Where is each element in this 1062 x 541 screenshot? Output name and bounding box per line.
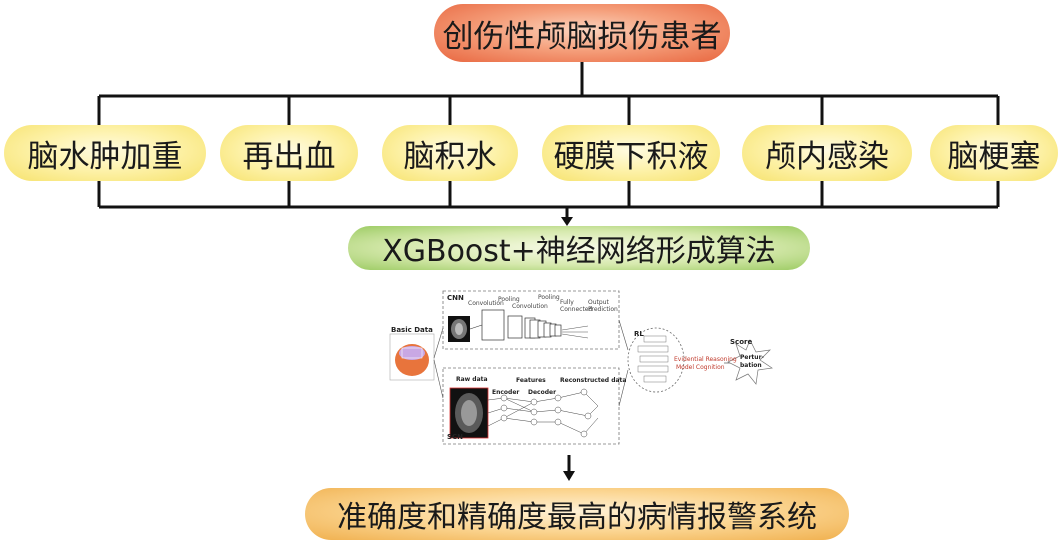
condition-pill-brain-edema: 脑水肿加重 <box>4 125 206 181</box>
basic-data-label: Basic Data <box>391 326 433 334</box>
model-architecture-graphic <box>389 290 773 445</box>
rl-text-cognition: Model Cognition <box>676 364 725 371</box>
encoder-label: Encoder <box>492 389 520 396</box>
algorithm-label: XGBoost+神经网络形成算法 <box>382 234 776 269</box>
condition-label: 脑积水 <box>403 138 497 175</box>
output-label: 准确度和精确度最高的病情报警系统 <box>337 500 817 535</box>
cnn-layer-label: Pooling <box>498 296 520 303</box>
condition-pill-cerebral-infarction: 脑梗塞 <box>930 125 1058 181</box>
rl-text-reasoning: Evidential Reasoning <box>674 356 737 363</box>
condition-label: 颅内感染 <box>765 138 889 175</box>
cnn-layer-label: Convolution <box>512 303 548 310</box>
patient-title-pill: 创伤性颅脑损伤患者 <box>434 4 730 62</box>
condition-label: 脑梗塞 <box>947 138 1041 175</box>
cnn-layer-label: Output Prediction <box>588 299 618 313</box>
model-architecture-figure: Basic Data CNN Convolution Pooling Convo… <box>388 288 780 448</box>
reconstructed-data-label: Reconstructed data <box>560 377 627 384</box>
scn-label: SCN <box>447 433 464 441</box>
condition-label: 再出血 <box>242 138 336 175</box>
cnn-layer-label: Pooling <box>538 294 560 301</box>
decoder-label: Decoder <box>528 389 557 396</box>
condition-label: 脑水肿加重 <box>27 138 183 175</box>
raw-data-label: Raw data <box>456 376 488 383</box>
patient-title: 创伤性颅脑损伤患者 <box>442 18 722 55</box>
perturbation-label: Pertur- <box>740 354 765 361</box>
output-pill: 准确度和精确度最高的病情报警系统 <box>305 488 849 540</box>
condition-pill-rebleeding: 再出血 <box>220 125 358 181</box>
cnn-layer-label: Fully Connected <box>560 299 593 313</box>
condition-pill-intracranial-infection: 颅内感染 <box>742 125 912 181</box>
cnn-label: CNN <box>447 294 464 302</box>
perturbation-label: bation <box>740 362 762 369</box>
algorithm-pill: XGBoost+神经网络形成算法 <box>348 226 810 270</box>
features-label: Features <box>516 377 546 384</box>
cnn-layer-label: Convolution <box>468 300 504 307</box>
condition-pill-subdural-effusion: 硬膜下积液 <box>542 125 720 181</box>
condition-label: 硬膜下积液 <box>553 138 709 175</box>
condition-pill-hydrocephalus: 脑积水 <box>382 125 518 181</box>
score-label: Score <box>730 338 753 346</box>
rl-label: RL <box>634 330 644 338</box>
